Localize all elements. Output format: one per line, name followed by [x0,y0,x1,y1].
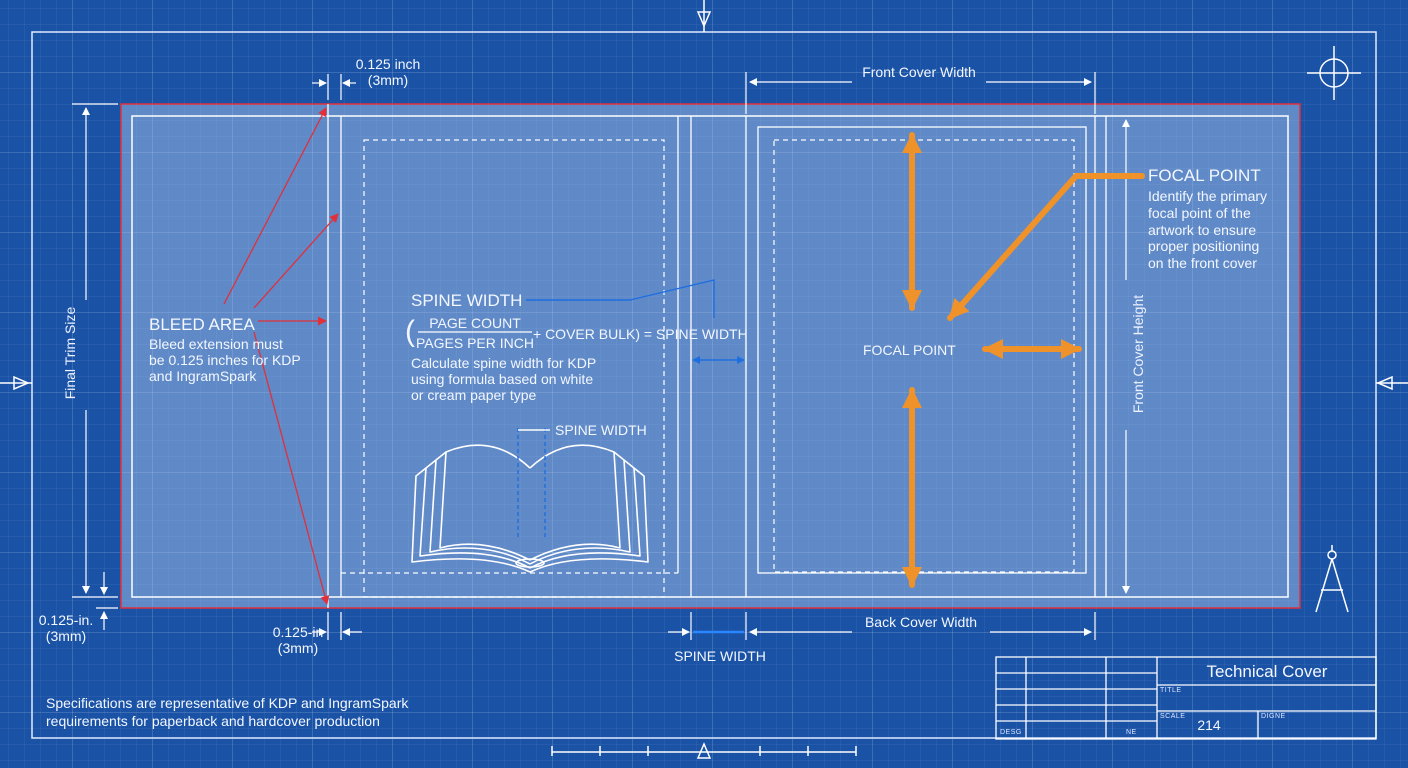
spine-width-title: SPINE WIDTH [411,291,523,310]
title-block-left-label-a: DESG [1000,729,1022,736]
focal-desc-line: proper positioning [1148,238,1260,255]
footer-note-line: Specifications are representative of KDP… [46,695,409,711]
back-cover-width-dimension [668,612,1096,640]
front-cover-width-label: Front Cover Width [862,64,976,80]
formula-numerator: PAGE COUNT [429,315,521,331]
spine-desc-line: Calculate spine width for KDP [411,355,597,371]
focal-desc-line: Identify the primary [1148,188,1268,204]
focal-desc-line: artwork to ensure [1148,221,1257,238]
bleed-left-label: 0.125-in. (3mm) [34,612,98,644]
crosshair-icon [1307,46,1361,100]
bleed-bottom-dimension [312,612,362,640]
focal-desc-line: focal point of the [1148,204,1251,221]
bleed-area-description: Bleed extension must be 0.125 inches for… [149,336,301,384]
bleed-left-mm: (3mm) [45,628,87,645]
spine-desc-line: using formula based on white [411,371,594,388]
book-spine-markers [517,428,550,540]
bleed-left-inch: 0.125-in. [38,612,94,628]
title-block-left-label-b: NE [1126,729,1137,736]
title-block-design-label: DIGNE [1261,713,1286,720]
front-cover-inner-frame [757,126,1087,574]
title-block-scale-label: SCALE [1160,713,1186,720]
footer-note-line: requirements for paperback and hardcover… [46,712,380,729]
bleed-arrows [223,107,339,605]
trim-line [131,115,1289,598]
focal-arrows [902,132,1145,588]
focal-point-description: Identify the primary focal point of the … [1148,188,1267,272]
bleed-desc-line: and IngramSpark [149,368,257,385]
spine-width-description: Calculate spine width for KDP using form… [411,355,596,403]
spine-width-bottom-label: SPINE WIDTH [674,648,766,664]
footer-note: Specifications are representative of KDP… [46,695,408,730]
title-block-title-label: TITLE [1160,687,1182,694]
spine-tick-lines [690,340,747,370]
bleed-left-dimension [96,572,118,630]
bleed-top-inch: 0.125 inch [355,56,421,72]
bleed-bottom-inch: 0.125-in [272,624,324,640]
open-book-icon [411,444,649,573]
bleed-desc-line: Bleed extension must [149,336,283,352]
formula-paren-open: ( [405,315,415,348]
final-trim-size-label: Final Trim Size [62,306,78,400]
formula-tail: + COVER BULK) = SPINE WIDTH [533,326,748,342]
title-block-scale-value: 214 [1197,717,1221,733]
formula-denominator: PAGES PER INCH [416,335,534,351]
back-cover-width-label: Back Cover Width [864,614,978,630]
bleed-bottom-mm: (3mm) [277,640,319,657]
bleed-bottom-label: 0.125-in (3mm) [258,624,338,656]
bleed-desc-line: be 0.125 inches for KDP [149,352,301,369]
title-block-title: Technical Cover [1206,662,1328,681]
compass-icon [1315,545,1349,613]
focal-point-title: FOCAL POINT [1148,166,1261,185]
spine-desc-line: or cream paper type [411,387,537,404]
bleed-top-dimension [312,74,356,100]
book-spine-width-label: SPINE WIDTH [555,422,647,438]
focal-desc-line: on the front cover [1148,255,1257,272]
bleed-top-mm: (3mm) [367,72,409,89]
final-trim-dimension [72,103,118,598]
bleed-top-label: 0.125 inch (3mm) [340,56,436,88]
bleed-area-title: BLEED AREA [149,315,255,334]
front-cover-width-dimension [745,72,1096,114]
title-block [995,656,1377,740]
spine-leader [526,279,745,364]
focal-point-center-label: FOCAL POINT [863,342,956,358]
front-cover-height-label: Front Cover Height [1130,294,1146,414]
